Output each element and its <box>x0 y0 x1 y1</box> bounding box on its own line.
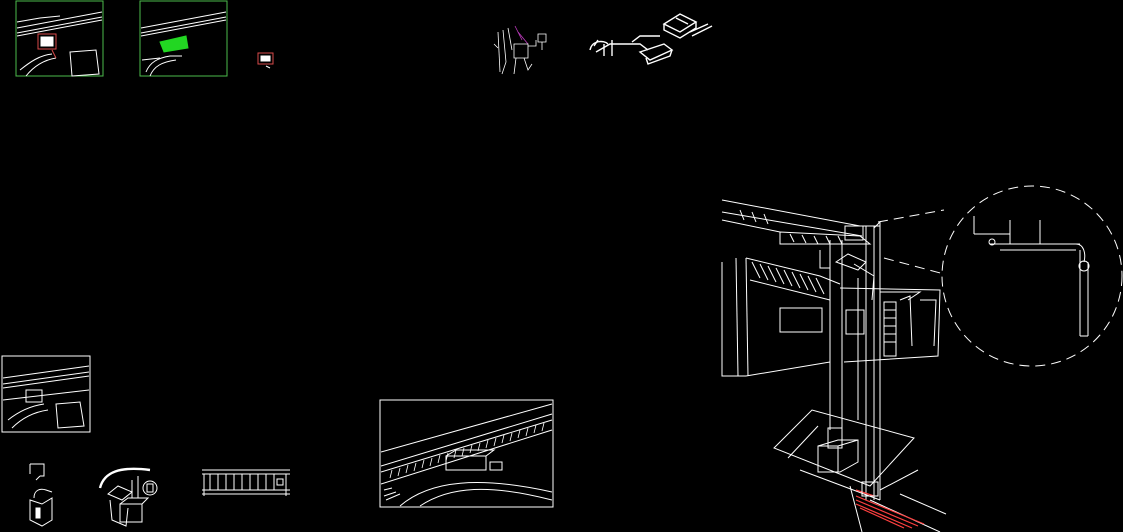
site-thumbnail-2[interactable] <box>140 1 227 76</box>
site-plan-small[interactable] <box>2 356 90 432</box>
mini-plan[interactable] <box>258 53 273 68</box>
deck-hatching <box>740 210 842 244</box>
pipe-isometric[interactable] <box>590 14 712 64</box>
rail-hatching <box>390 423 544 478</box>
equipment-details[interactable] <box>30 464 157 526</box>
detail-sketch-small[interactable] <box>494 26 546 74</box>
detail-callout-circle[interactable] <box>878 186 1122 366</box>
railing-elevation[interactable] <box>202 470 290 496</box>
callout-boundary <box>942 186 1122 366</box>
viewport-frame <box>380 400 553 507</box>
viewport-frame <box>2 356 90 432</box>
viewport-frame <box>16 1 103 76</box>
aerial-perspective[interactable] <box>380 400 553 507</box>
trench-hatching <box>856 490 924 528</box>
site-thumbnail-1[interactable] <box>16 1 103 76</box>
viewport-frame <box>140 1 227 76</box>
canopy-pipe-perspective[interactable] <box>722 200 946 532</box>
roof-hatching <box>752 262 824 294</box>
